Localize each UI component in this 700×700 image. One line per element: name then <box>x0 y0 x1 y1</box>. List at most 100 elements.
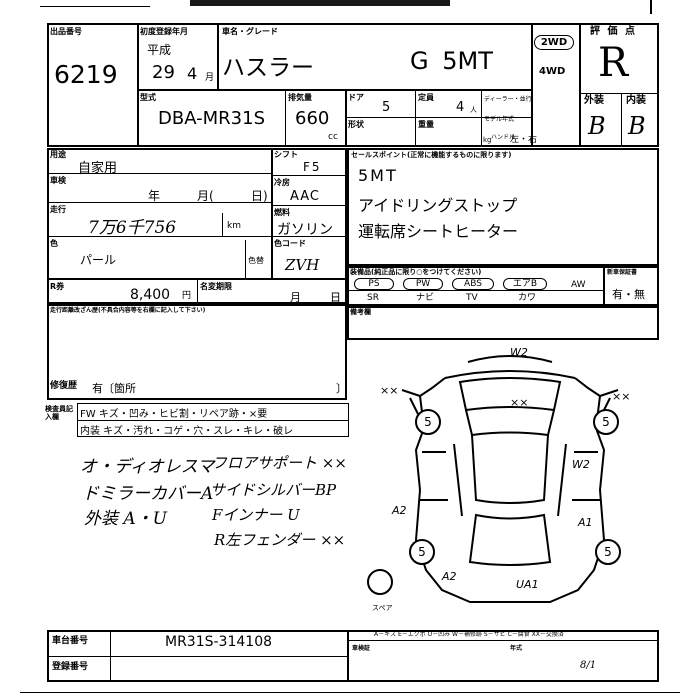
color-value: パール <box>80 253 117 267</box>
color-label: 色 <box>50 239 58 248</box>
manual-label: 新車保証書 <box>607 269 638 276</box>
equip-tv: TV <box>466 293 478 303</box>
manual-value: 有・無 <box>612 288 645 301</box>
recycle-value: 8,400 <box>130 287 171 303</box>
shaken-label: 車検 <box>50 176 66 185</box>
use-label: 用途 <box>50 150 66 159</box>
km-unit: km <box>227 221 241 231</box>
capacity-unit: 人 <box>470 106 477 114</box>
note-right-4: R左フェンダー ×× <box>214 531 346 549</box>
capacity-label: 定員 <box>418 93 434 102</box>
car-name: ハスラー <box>222 55 314 81</box>
equipment-frame <box>347 266 659 306</box>
chassis-number: MR31S-314108 <box>165 634 273 650</box>
sales-point-3: 運転席シートヒーター <box>358 222 519 241</box>
weight-label: 重量 <box>418 120 434 129</box>
color-code-label: 色コード <box>274 239 306 248</box>
repair-value: 有〔箇所 <box>92 382 136 395</box>
inspector-line-2: 内装 キズ・汚れ・コゲ・穴・スレ・キレ・破レ <box>80 426 294 437</box>
reg-number-label: 登録番号 <box>52 662 89 672</box>
sales-point-1: 5MT <box>358 166 398 185</box>
mark-front-right: ×× <box>612 390 630 403</box>
capacity: 4 <box>456 100 465 115</box>
header-logo-fragment <box>190 0 450 6</box>
mark-roof: ×× <box>510 396 528 409</box>
name-change-label: 名変期限 <box>200 282 232 291</box>
recycle-label: R券 <box>50 282 65 291</box>
repair-close: 〕 <box>336 382 347 395</box>
grade: G 5MT <box>410 47 493 75</box>
color-code-value: ZVH <box>285 256 320 274</box>
mark-right-rear: A1 <box>577 516 593 529</box>
notes-frame <box>347 306 659 340</box>
note-left-2: ドミラーカバーA <box>82 484 214 504</box>
sales-point-frame <box>347 148 659 266</box>
equip-aw: AW <box>571 280 586 290</box>
equip-abs: ABS <box>452 278 494 290</box>
page-top-fragment <box>40 0 150 7</box>
fuel-value: ガソリン <box>277 222 333 238</box>
tire-rr: 5 <box>604 545 612 559</box>
mark-top: W2 <box>510 346 528 359</box>
handle-label: ハンドル <box>491 134 516 141</box>
shift-label: シフト <box>274 150 298 159</box>
displacement: 660 <box>295 108 330 129</box>
note-right-1: フロアサポート ×× <box>212 454 347 472</box>
history-label: 走行距離改ざん歴(不具合内容等を右欄に記入して下さい) <box>50 307 206 314</box>
overall-score: R <box>598 40 629 86</box>
model-code: DBA-MR31S <box>158 108 265 129</box>
corner-bracket <box>650 0 652 14</box>
tire-rl: 5 <box>418 545 426 559</box>
exterior-grade: B <box>588 112 606 140</box>
kg-unit: kg <box>483 136 492 144</box>
car-damage-diagram: 5 5 5 5 W2 ×× ×× ×× W2 A1 A2 A2 UA1 スペア <box>367 346 630 612</box>
fuel-label: 燃料 <box>274 208 290 217</box>
shift-value: F5 <box>303 160 322 174</box>
score-label: 評 価 点 <box>590 26 637 37</box>
lot-number: 6219 <box>54 60 118 89</box>
color-change-label: 色替 <box>248 256 264 265</box>
model-type-label: モデル年式 <box>484 116 515 123</box>
mark-left-side: A2 <box>391 504 407 517</box>
name-label: 車名・グレード <box>222 27 278 36</box>
era: 平成 <box>147 43 172 57</box>
cc-unit: cc <box>328 132 338 142</box>
mark-right-door: W2 <box>572 458 590 471</box>
note-left-1: オ・ディオレスマ <box>80 457 215 477</box>
bottom-rule <box>20 692 680 693</box>
notes-label: 備考欄 <box>350 308 371 316</box>
footer-ref: 8/1 <box>580 660 597 671</box>
note-right-2: サイドシルバーBP <box>210 481 337 499</box>
shape-label: 形状 <box>348 120 364 129</box>
mark-rear: UA1 <box>516 578 539 591</box>
equip-pw: PW <box>403 278 443 290</box>
shaken-cert-label: 車検証 <box>352 645 371 652</box>
inspector-line-1: FW キズ・凹み・ヒビ割・リペア跡・×要 <box>80 409 268 420</box>
doors: 5 <box>382 100 391 115</box>
mileage-label: 走行 <box>50 205 66 214</box>
handle-value: 左・右 <box>510 135 538 145</box>
mileage-value: 7万6千756 <box>88 218 177 238</box>
equip-ps: PS <box>354 278 394 290</box>
reg-year: 29 <box>152 62 175 83</box>
equip-sr: SR <box>367 293 379 303</box>
equip-navi: ナビ <box>416 293 435 303</box>
drive-4wd: 4WD <box>539 66 566 77</box>
sales-point-2: アイドリングストップ <box>358 196 518 215</box>
shaken-day: 日) <box>251 189 268 203</box>
tire-fr: 5 <box>602 415 610 429</box>
equip-airbag: エアB <box>503 278 547 290</box>
header-frame <box>47 23 659 147</box>
drive-2wd: 2WD <box>534 35 574 50</box>
first-reg-label: 初度登録年月 <box>140 27 188 36</box>
interior-label: 内装 <box>626 95 646 106</box>
shaken-month: 月( <box>197 189 214 203</box>
displacement-label: 排気量 <box>288 93 312 102</box>
interior-grade: B <box>628 112 646 140</box>
shaken-year: 年 <box>148 189 161 203</box>
use-value: 自家用 <box>78 161 118 176</box>
ac-value: AAC <box>290 189 320 204</box>
mark-front-left: ×× <box>380 384 398 397</box>
door-label: ドア <box>348 93 364 102</box>
dealer-label: ディーラー・並行 <box>484 96 532 103</box>
